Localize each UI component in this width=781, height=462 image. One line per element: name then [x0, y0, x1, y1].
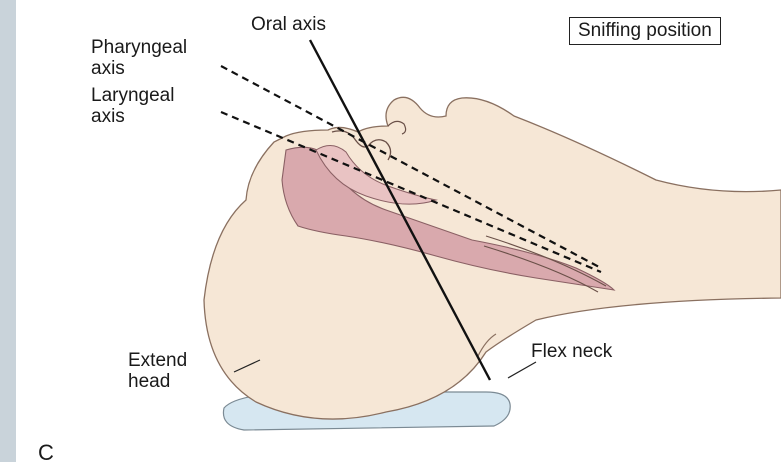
flex-neck-leader [508, 362, 536, 378]
panel-letter: C [38, 440, 54, 462]
flex-neck-label: Flex neck [531, 341, 612, 362]
figure-frame: Oral axis Pharyngeal axis Laryngeal axis… [16, 0, 781, 462]
pharyngeal-axis-label: Pharyngeal axis [91, 37, 187, 79]
figure-title-box: Sniffing position [569, 17, 721, 45]
oral-axis-label: Oral axis [251, 14, 326, 35]
extend-head-label: Extend head [128, 350, 187, 392]
laryngeal-axis-label: Laryngeal axis [91, 85, 174, 127]
